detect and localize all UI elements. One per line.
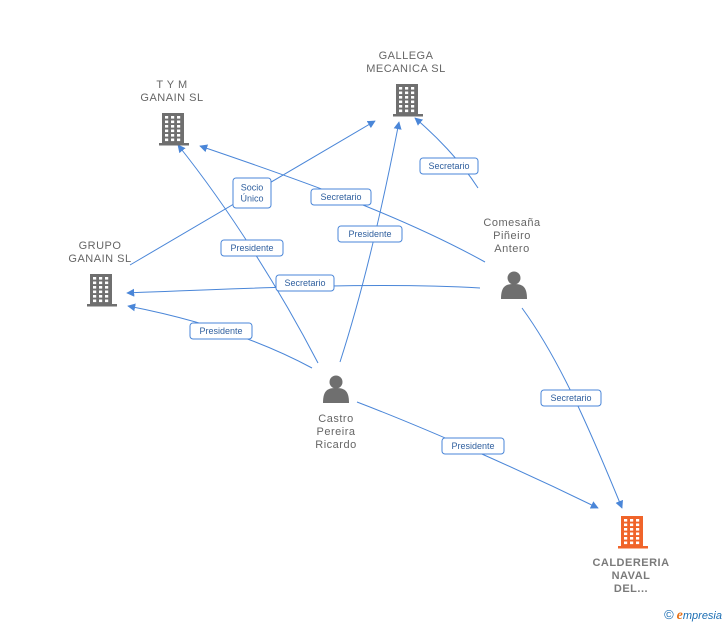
node-label-line: T Y M <box>156 79 187 91</box>
edge-label-box <box>419 157 479 175</box>
edge-label-box <box>275 274 335 292</box>
edge-label-comesana-to-tym[interactable]: Secretario <box>310 188 372 206</box>
edge-label-text: Secretario <box>320 192 361 202</box>
edge-label-text: Presidente <box>451 441 494 451</box>
edge-label-text: Presidente <box>199 326 242 336</box>
node-label-line: Ricardo <box>315 439 356 451</box>
edge-label-box <box>310 188 372 206</box>
edge-label-text: Presidente <box>230 243 273 253</box>
node-caldereria[interactable]: CALDERERIANAVALDEL... <box>592 516 669 595</box>
brand-initial: e <box>676 608 683 623</box>
node-label-line: Comesaña <box>483 217 541 229</box>
edge-label-comesana-to-grupo[interactable]: Secretario <box>275 274 335 292</box>
edge-label-box <box>540 389 602 407</box>
node-label-line: GANAIN SL <box>68 253 131 265</box>
edge-label-box <box>232 177 272 209</box>
edge-comesana-to-gallega <box>414 117 479 189</box>
node-label-line: Pereira <box>317 426 356 438</box>
edge-label-text: Secretario <box>284 278 325 288</box>
node-label-line: MECANICA SL <box>366 63 445 75</box>
node-label-line: Castro <box>318 413 353 425</box>
building-icon[interactable] <box>159 113 189 146</box>
node-label-line: Piñeiro <box>493 230 531 242</box>
person-icon[interactable] <box>323 375 349 404</box>
node-label-line: GANAIN SL <box>140 92 203 104</box>
node-label-line: NAVAL <box>612 570 651 582</box>
edges-layer <box>126 117 623 509</box>
brand-rest: mpresia <box>682 610 722 622</box>
edge-label-castro-to-gallega[interactable]: Presidente <box>337 225 403 243</box>
edge-label-text: Secretario <box>550 393 591 403</box>
edge-label-box <box>441 437 505 455</box>
node-label-line: DEL... <box>614 583 648 595</box>
node-label-line: CALDERERIA <box>592 557 669 569</box>
edge-castro-to-caldereria <box>356 401 599 509</box>
edge-comesana-to-caldereria <box>521 307 623 509</box>
node-label-line: Antero <box>494 243 529 255</box>
edge-label-text: Único <box>240 194 263 204</box>
person-icon[interactable] <box>501 271 527 300</box>
edge-label-comesana-to-caldereria[interactable]: Secretario <box>540 389 602 407</box>
empresia-watermark[interactable]: ©empresia <box>664 607 722 624</box>
building-icon[interactable] <box>393 84 423 117</box>
edge-label-castro-to-tym[interactable]: Presidente <box>220 239 284 257</box>
edge-label-castro-to-grupo[interactable]: Presidente <box>189 322 253 340</box>
node-label-line: GALLEGA <box>379 50 434 62</box>
node-label-line: GRUPO <box>79 240 122 252</box>
edge-label-text: Secretario <box>428 161 469 171</box>
edge-label-comesana-to-gallega[interactable]: Secretario <box>419 157 479 175</box>
edge-label-box <box>189 322 253 340</box>
edge-castro-to-gallega <box>339 121 402 363</box>
edge-label-text: Socio <box>241 183 264 193</box>
edge-label-text: Presidente <box>348 229 391 239</box>
building-icon[interactable] <box>618 516 648 549</box>
edge-label-castro-to-caldereria[interactable]: Presidente <box>441 437 505 455</box>
edge-label-box <box>337 225 403 243</box>
building-icon[interactable] <box>87 274 117 307</box>
edge-label-box <box>220 239 284 257</box>
copyright-symbol: © <box>664 607 674 622</box>
